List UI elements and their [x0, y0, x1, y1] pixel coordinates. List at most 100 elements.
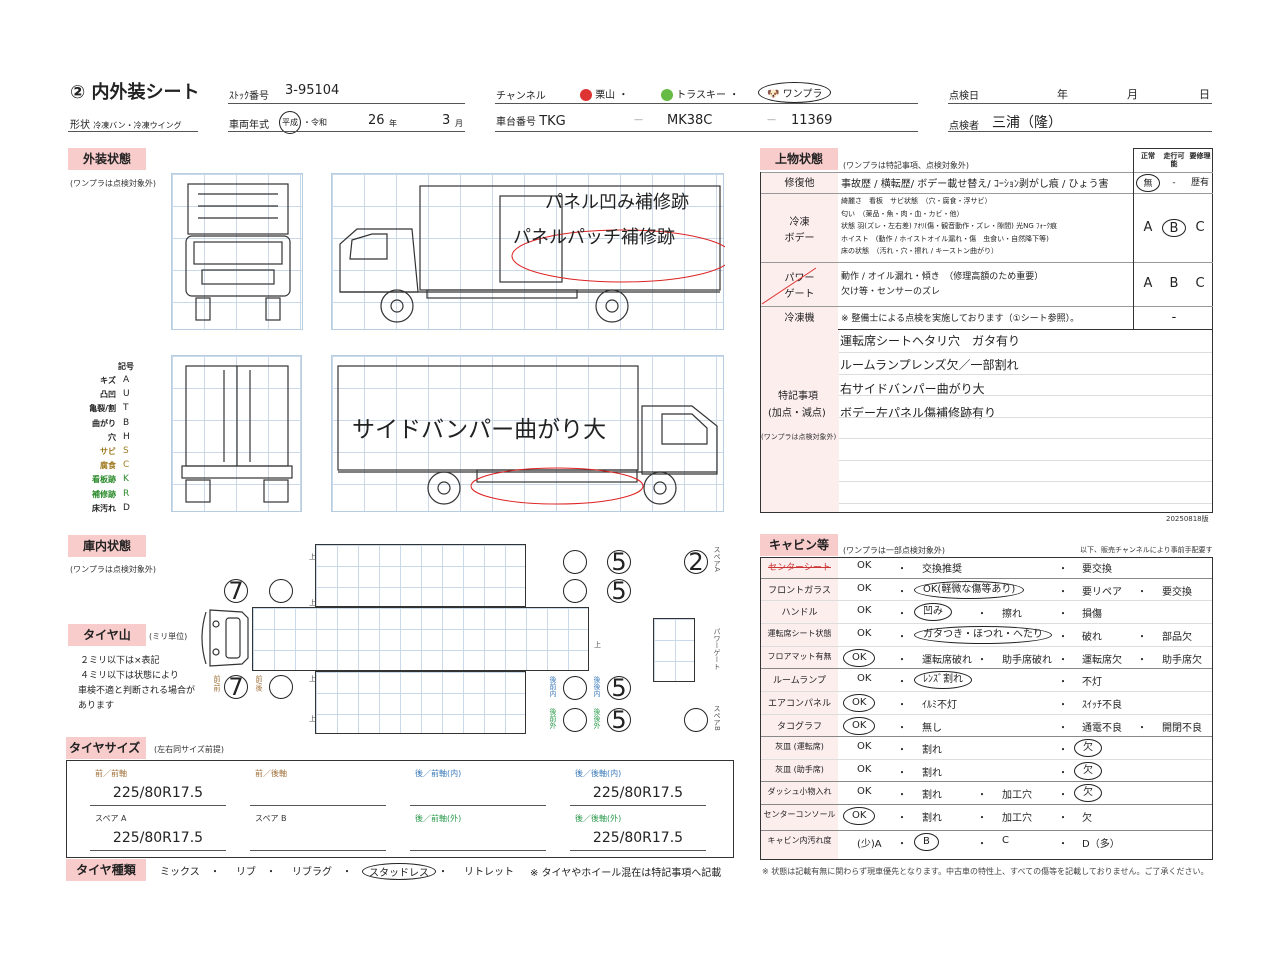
grade-option[interactable]: -: [1171, 310, 1177, 325]
tire-depth-rear-rear-outer[interactable]: 5: [607, 708, 631, 732]
tire-type-option[interactable]: リブ: [236, 867, 256, 878]
tire-depth-rear-front-top1[interactable]: [563, 550, 587, 574]
cabin-option-selected[interactable]: ﾚﾝｽﾞ割れ: [914, 671, 972, 689]
tire-size-field[interactable]: 225/80R17.5: [570, 785, 706, 806]
grade-option[interactable]: C: [1195, 219, 1205, 235]
cargo-floor-top-panel[interactable]: [315, 544, 526, 607]
tire-depth-rear-front-top2[interactable]: [563, 579, 587, 603]
tire-depth-rear-front-inner[interactable]: [563, 676, 587, 700]
grade-option[interactable]: [1136, 309, 1160, 327]
cabin-option[interactable]: OK: [857, 605, 872, 616]
cabin-option[interactable]: 要交換: [1082, 564, 1112, 575]
tire-size-field[interactable]: 225/80R17.5: [90, 830, 226, 851]
cabin-option[interactable]: 開閉不良: [1162, 723, 1202, 734]
tire-depth-front-front-bottom[interactable]: 7: [224, 675, 248, 699]
grade-selected[interactable]: B: [1162, 218, 1186, 237]
grade-option[interactable]: C: [1195, 276, 1205, 291]
cabin-option[interactable]: 部品欠: [1162, 632, 1192, 643]
tire-depth-spare-a[interactable]: 2: [684, 550, 708, 574]
grade-option[interactable]: -: [1172, 177, 1176, 188]
cabin-option[interactable]: OK: [857, 560, 872, 571]
cabin-option[interactable]: OK: [857, 786, 872, 797]
cabin-option-selected[interactable]: OK(軽微な傷等あり): [914, 581, 1025, 599]
cabin-row-divider: [761, 646, 1212, 647]
cabin-option[interactable]: (少)A: [857, 839, 882, 850]
cabin-option[interactable]: OK: [857, 764, 872, 775]
cabin-option[interactable]: 擦れ: [1002, 609, 1022, 620]
tire-type-option[interactable]: リブラグ: [292, 867, 332, 878]
cabin-option[interactable]: C: [1002, 835, 1009, 846]
cabin-option[interactable]: 要リペア: [1082, 587, 1122, 598]
tire-size-field[interactable]: [410, 785, 546, 806]
cabin-option-selected[interactable]: 欠: [1074, 739, 1102, 757]
cabin-option[interactable]: 助手席欠: [1162, 655, 1202, 666]
cabin-option[interactable]: 無し: [922, 723, 942, 734]
cabin-option[interactable]: 不灯: [1082, 677, 1102, 688]
tire-type-option[interactable]: ミックス: [160, 867, 200, 878]
tire-depth-front-front-top[interactable]: 7: [224, 579, 248, 603]
cabin-option-selected[interactable]: OK: [843, 694, 876, 712]
tire-size-field[interactable]: 225/80R17.5: [570, 830, 706, 851]
cabin-option[interactable]: 助手席破れ: [1002, 655, 1052, 666]
grade-option[interactable]: [1188, 309, 1212, 327]
truck-front-drawing: [185, 183, 291, 321]
tire-depth-rear-front-outer[interactable]: [563, 708, 587, 732]
tire-depth-front-rear-top[interactable]: [269, 579, 293, 603]
cabin-option-selected[interactable]: B: [914, 833, 939, 851]
cargo-floor-center-strip[interactable]: [252, 607, 589, 671]
cargo-floor-bottom-panel[interactable]: [315, 671, 526, 734]
tire-depth-spare-b[interactable]: [684, 708, 708, 732]
cabin-option[interactable]: 割れ: [922, 813, 942, 824]
cabin-option[interactable]: 加工穴: [1002, 790, 1032, 801]
cabin-option[interactable]: 交換推奨: [922, 564, 962, 575]
cabin-option-selected[interactable]: OK: [843, 807, 876, 825]
grade-option[interactable]: A: [1143, 219, 1153, 235]
cabin-option[interactable]: 運転席欠: [1082, 655, 1122, 666]
tire-type-option[interactable]: リトレット: [464, 867, 514, 878]
tire-depth-rear-rear-inner[interactable]: 5: [607, 676, 631, 700]
cabin-option[interactable]: 要交換: [1162, 587, 1192, 598]
model-month: 3: [442, 113, 451, 128]
tire-depth-front-rear-bottom[interactable]: [269, 675, 293, 699]
cabin-option-selected[interactable]: OK: [843, 717, 876, 735]
cabin-option[interactable]: 破れ: [1082, 632, 1102, 643]
cabin-option[interactable]: OK: [857, 741, 872, 752]
power-gate-panel[interactable]: [653, 618, 695, 682]
cabin-option-selected[interactable]: 欠: [1074, 784, 1102, 802]
truck-front-view[interactable]: [171, 173, 303, 330]
cabin-option[interactable]: 割れ: [922, 745, 942, 756]
truck-left-side-view[interactable]: [331, 173, 733, 330]
cabin-option[interactable]: ｽｲｯﾁ不良: [1082, 700, 1122, 711]
cabin-option[interactable]: ｲﾙﾐ不灯: [922, 700, 957, 711]
cabin-option[interactable]: 損傷: [1082, 609, 1102, 620]
cabin-option[interactable]: OK: [857, 673, 872, 684]
cabin-option[interactable]: 運転席破れ: [922, 655, 972, 666]
grade-option[interactable]: A: [1143, 276, 1153, 291]
cabin-option-selected[interactable]: 欠: [1074, 762, 1102, 780]
truck-right-side-view[interactable]: [331, 355, 724, 512]
cabin-option-selected[interactable]: ガタつき・ほつれ・へたり: [914, 626, 1052, 644]
cabin-option[interactable]: 欠: [1082, 813, 1092, 824]
tire-size-field[interactable]: [410, 830, 546, 851]
cabin-option-selected[interactable]: 凹み: [914, 603, 952, 621]
cabin-option[interactable]: OK: [857, 628, 872, 639]
truck-rear-view[interactable]: [171, 355, 302, 512]
cabin-option[interactable]: OK: [857, 583, 872, 594]
cabin-option[interactable]: D（多）: [1082, 839, 1120, 850]
tire-size-field[interactable]: [250, 830, 386, 851]
tire-size-field[interactable]: 225/80R17.5: [90, 785, 226, 806]
tire-depth-rear-rear-top1[interactable]: 5: [607, 550, 631, 574]
grade-selected[interactable]: 無: [1136, 173, 1160, 192]
grade-option[interactable]: 歴有: [1190, 177, 1209, 188]
cabin-option-selected[interactable]: OK: [843, 649, 876, 667]
cabin-section-title: キャビン等: [760, 534, 838, 556]
separator-dot: ・: [1058, 632, 1068, 643]
grade-option[interactable]: B: [1169, 276, 1179, 291]
cabin-option[interactable]: 通電不良: [1082, 723, 1122, 734]
cabin-option[interactable]: 割れ: [922, 768, 942, 779]
cabin-option[interactable]: 割れ: [922, 790, 942, 801]
cabin-option[interactable]: 加工穴: [1002, 813, 1032, 824]
tire-size-field[interactable]: [250, 785, 386, 806]
tire-depth-rear-rear-top2[interactable]: 5: [607, 579, 631, 603]
tire-type-selected[interactable]: スタッドレス: [362, 863, 436, 880]
